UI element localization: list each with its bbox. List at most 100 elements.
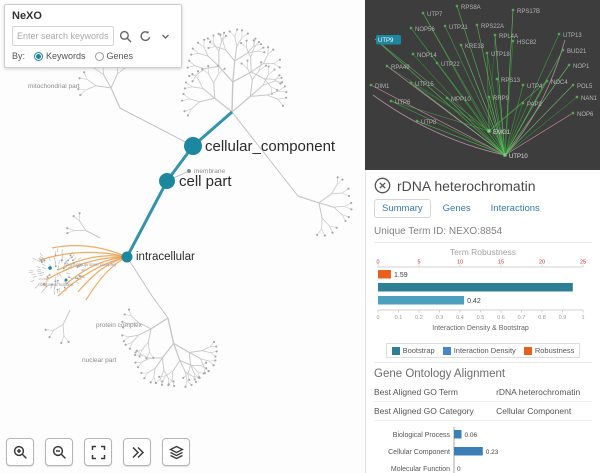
- expand-nodes-icon: [130, 445, 145, 460]
- svg-text:0.2: 0.2: [415, 315, 423, 321]
- gene-node[interactable]: DIM1: [375, 84, 390, 90]
- zoom-out-button[interactable]: [45, 438, 73, 466]
- svg-text:1: 1: [581, 315, 584, 321]
- svg-text:Biological Process: Biological Process: [393, 432, 451, 439]
- legend-swatch: [391, 346, 400, 355]
- gene-node[interactable]: MPP10: [451, 97, 471, 103]
- gene-node[interactable]: UTP18: [491, 52, 510, 58]
- gene-node[interactable]: NOP14: [417, 53, 437, 59]
- zoom-in-button[interactable]: [6, 438, 34, 466]
- tree-node-intracellular[interactable]: [121, 251, 133, 263]
- expand-nodes-button[interactable]: [123, 438, 151, 466]
- svg-text:0.9: 0.9: [559, 315, 567, 321]
- tree-node-cell-part[interactable]: [159, 173, 175, 189]
- tree-node-cellular-component[interactable]: [184, 137, 202, 155]
- detail-tabs: Summary Genes Interactions: [374, 199, 592, 218]
- app-title: NeXO: [12, 10, 42, 22]
- robustness-chart-title: Term Robustness: [449, 247, 517, 257]
- tab-interactions[interactable]: Interactions: [490, 203, 540, 214]
- layers-button[interactable]: [162, 438, 190, 466]
- tree-label[interactable]: protein complex: [96, 322, 143, 329]
- gene-node[interactable]: PAP2: [527, 102, 543, 108]
- layers-icon: [168, 445, 184, 460]
- svg-text:Molecular Function: Molecular Function: [391, 466, 450, 473]
- gene-node[interactable]: BUD21: [567, 49, 587, 55]
- gene-node[interactable]: NAN1: [581, 96, 598, 102]
- tree-label[interactable]: cellular_component: [205, 138, 336, 155]
- legend-item: Robustness: [523, 346, 574, 355]
- gene-node-highlighted[interactable]: [376, 35, 401, 45]
- search-by-radio-genes[interactable]: Genes: [94, 51, 133, 61]
- gene-node[interactable]: RPA49: [391, 65, 410, 71]
- svg-text:Interaction Density & Bootstra: Interaction Density & Bootstrap: [432, 325, 529, 332]
- chevron-down-icon[interactable]: [157, 28, 174, 45]
- svg-text:Cellular Component: Cellular Component: [388, 449, 450, 456]
- gene-node[interactable]: UTP22: [441, 62, 460, 68]
- gene-node[interactable]: UTP13: [563, 33, 582, 39]
- gene-node[interactable]: RPS17B: [517, 9, 540, 15]
- svg-text:15: 15: [498, 260, 504, 266]
- gene-node[interactable]: HSC82: [517, 40, 537, 46]
- tree-label[interactable]: cell part: [179, 173, 232, 190]
- tree-label[interactable]: nuclear part: [82, 357, 117, 364]
- svg-text:0: 0: [376, 260, 379, 266]
- svg-text:0.8: 0.8: [538, 315, 546, 321]
- tree-label[interactable]: ribosomal subunit: [38, 282, 74, 287]
- gene-node[interactable]: RRP9: [493, 96, 510, 102]
- tab-summary[interactable]: Summary: [374, 199, 431, 218]
- gene-node[interactable]: RPS22A: [481, 24, 504, 30]
- gene-node[interactable]: NOC4: [551, 80, 568, 86]
- gene-node[interactable]: UTP21: [449, 25, 468, 31]
- svg-text:25: 25: [580, 260, 586, 266]
- tab-genes[interactable]: Genes: [442, 203, 471, 214]
- gene-network-canvas[interactable]: UTP7 RPS8A RPS17B NOP56 UTP21 RPS22A RPL4AHSC8…: [365, 0, 600, 170]
- gene-node[interactable]: NOP56: [415, 27, 435, 33]
- refresh-icon[interactable]: [137, 28, 154, 45]
- ontology-tree-panel[interactable]: mitochondrial part membrane cellular_compo…: [0, 0, 365, 473]
- legend-item: Bootstrap: [391, 346, 435, 355]
- tree-label[interactable]: mitochondrial part: [28, 83, 80, 90]
- svg-text:0.1: 0.1: [395, 315, 403, 321]
- gene-node[interactable]: UTP8: [421, 120, 437, 126]
- gene-node[interactable]: UTP15: [415, 82, 434, 88]
- gene-node[interactable]: EMG1: [493, 130, 511, 136]
- svg-text:0: 0: [376, 315, 379, 321]
- zoom-in-icon: [13, 445, 28, 460]
- tree-label[interactable]: membrane: [194, 168, 225, 175]
- search-by-radio-keywords[interactable]: Keywords: [34, 51, 86, 61]
- gene-node[interactable]: UTP10: [509, 154, 528, 160]
- gene-node[interactable]: RPS13: [501, 78, 521, 84]
- go-alignment-heading: Gene Ontology Alignment: [374, 362, 592, 383]
- gene-node[interactable]: NOP6: [577, 112, 594, 118]
- search-input[interactable]: [12, 26, 114, 46]
- radio-icon: [94, 51, 104, 61]
- term-title: rDNA heterochromatin: [397, 177, 536, 194]
- legend-swatch: [523, 346, 532, 355]
- gene-node[interactable]: UTP4: [527, 84, 543, 90]
- tree-label[interactable]: intracellular: [136, 251, 195, 263]
- svg-text:0.5: 0.5: [477, 315, 485, 321]
- gene-node[interactable]: UTP7: [427, 12, 443, 18]
- legend-swatch: [442, 346, 451, 355]
- gene-node[interactable]: POL5: [577, 84, 593, 90]
- legend-item: Interaction Density: [442, 346, 516, 355]
- gene-node[interactable]: NOP1: [573, 64, 590, 70]
- svg-text:5: 5: [417, 260, 420, 266]
- gene-node[interactable]: KRE33: [465, 44, 485, 50]
- svg-text:0: 0: [457, 466, 461, 473]
- zoom-out-icon: [52, 445, 67, 460]
- tree-label[interactable]: ribonucleoprotein complex: [64, 262, 117, 267]
- fit-screen-button[interactable]: [84, 438, 112, 466]
- search-by-label: By:: [12, 51, 26, 61]
- svg-text:0.3: 0.3: [436, 315, 444, 321]
- gene-node[interactable]: RPL4A: [499, 34, 518, 40]
- ontology-tree-canvas[interactable]: mitochondrial part membrane cellular_compo…: [0, 0, 365, 473]
- gene-node[interactable]: UTP6: [395, 100, 411, 106]
- search-icon[interactable]: [117, 28, 134, 45]
- close-icon[interactable]: [374, 177, 391, 194]
- gene-node[interactable]: RPS8A: [461, 5, 481, 11]
